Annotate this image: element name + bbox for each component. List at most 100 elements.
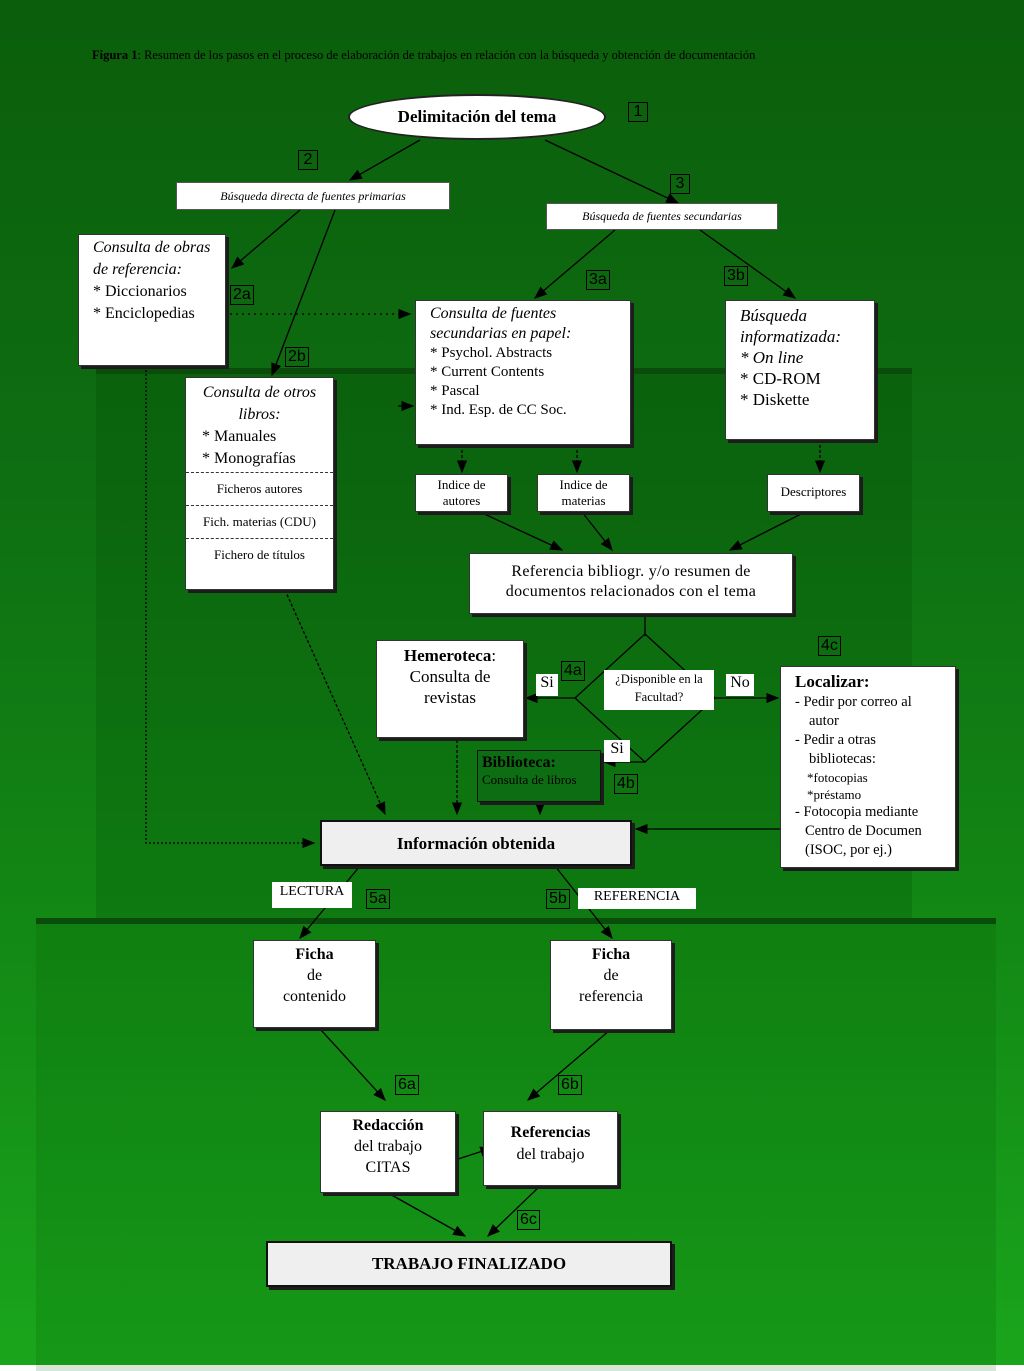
step-number: 2 <box>298 150 318 170</box>
arrow-directa-to-obras <box>231 209 301 269</box>
node-redaccion: Redacción del trabajo CITAS <box>320 1111 456 1193</box>
libros-fichero: Fich. materias (CDU) <box>202 514 316 529</box>
label-lectura: LECTURA <box>272 882 352 908</box>
arrow-tema-to-directa <box>348 139 421 181</box>
node-busqueda-informatizada: Búsqueda informatizada: * On line * CD-R… <box>725 300 875 440</box>
node-indice-materias: Indice de materias <box>537 474 630 512</box>
localizar-line: - Pedir por correo al <box>795 694 912 710</box>
obras-title: Consulta de obras de referencia: <box>93 239 211 278</box>
libros-fichero: Fichero de títulos <box>214 547 305 562</box>
node-fuentes-papel: Consulta de fuentes secundarias en papel… <box>415 300 631 445</box>
papel-item: * Current Contents <box>430 364 545 380</box>
node-referencias-trabajo: Referencias del trabajo <box>483 1111 618 1186</box>
node-biblioteca: Biblioteca: Consulta de libros <box>477 750 601 802</box>
node-busqueda-secundarias: Búsqueda de fuentes secundarias <box>546 203 778 230</box>
localizar-title: Localizar: <box>795 672 870 691</box>
label-si-biblioteca: Si <box>604 740 630 762</box>
step-number: 4a <box>561 661 585 681</box>
step-number: 3 <box>670 174 690 194</box>
step-number: 6b <box>558 1075 582 1095</box>
node-obras-referencia: Consulta de obras de referencia: * Dicci… <box>78 234 226 366</box>
arrow-redaccion-to-final <box>387 1192 467 1237</box>
informatizada-item: * Diskette <box>740 390 810 409</box>
papel-item: * Psychol. Abstracts <box>430 345 553 361</box>
step-number: 4c <box>818 636 841 656</box>
localizar-line: (ISOC, por ej.) <box>805 842 892 858</box>
node-otros-libros: Consulta de otros libros: * Manuales * M… <box>185 377 334 590</box>
step-number: 2b <box>285 347 309 367</box>
informatizada-title: Búsqueda informatizada: <box>740 306 842 346</box>
node-referencia-bibliografica: Referencia bibliogr. y/o resumen de docu… <box>469 553 793 614</box>
label-referencia: REFERENCIA <box>578 888 696 909</box>
referencia-line: de <box>603 967 619 984</box>
arrow-materias-to-referencia <box>581 511 613 552</box>
tema-label: Delimitación del tema <box>397 107 557 126</box>
libros-title: Consulta de otros libros: <box>202 384 317 423</box>
step-number: 5a <box>366 889 390 909</box>
arrow-autores-to-referencia <box>479 511 564 551</box>
step-number: 4b <box>614 774 638 794</box>
contenido-title: Ficha <box>295 946 334 963</box>
referencias-line: del trabajo <box>516 1146 585 1163</box>
redaccion-title: Redacción <box>352 1117 424 1134</box>
label-si: Si <box>536 674 558 696</box>
node-delimitacion-tema: Delimitación del tema <box>348 94 606 140</box>
hemeroteca-text: Consulta de revistas <box>409 667 491 707</box>
arrow-directa-to-libros <box>271 209 336 377</box>
node-indice-autores: Indice de autores <box>415 474 508 512</box>
libros-item: * Monografías <box>202 450 296 467</box>
node-busqueda-directa: Búsqueda directa de fuentes primarias <box>176 182 450 210</box>
localizar-line: autor <box>809 713 839 729</box>
node-hemeroteca: Hemeroteca: Consulta de revistas <box>376 640 524 738</box>
localizar-line: Centro de Documen <box>805 823 922 839</box>
hemeroteca-title: Hemeroteca <box>403 646 492 665</box>
step-number: 2a <box>230 285 254 305</box>
node-descriptores: Descriptores <box>767 474 860 512</box>
step-number: 1 <box>628 102 648 122</box>
informatizada-item: * CD-ROM <box>740 369 821 388</box>
libros-item: * Manuales <box>202 428 277 445</box>
node-ficha-referencia: Ficha de referencia <box>550 940 672 1030</box>
obras-item: * Enciclopedias <box>93 305 195 322</box>
arrow-libros-to-info <box>284 589 386 816</box>
referencias-title: Referencias <box>510 1124 591 1141</box>
obras-item: * Diccionarios <box>93 283 187 300</box>
node-trabajo-finalizado: TRABAJO FINALIZADO <box>266 1241 672 1287</box>
referencia-line: referencia <box>579 988 643 1005</box>
arrow-obras-to-info <box>145 366 316 849</box>
papel-title: Consulta de fuentes secundarias en papel… <box>430 305 572 342</box>
papel-item: * Pascal <box>430 383 480 399</box>
libros-fichero: Ficheros autores <box>216 481 303 496</box>
informatizada-item: * On line <box>740 348 804 367</box>
figure-title: Figura 1: Resumen de los pasos en el pro… <box>92 48 756 62</box>
arrow-referencia-to-referencias <box>527 1029 611 1101</box>
localizar-line: bibliotecas: <box>809 751 876 767</box>
redaccion-line: CITAS <box>365 1159 411 1176</box>
arrow-contenido-to-redaccion <box>309 1017 386 1101</box>
localizar-line: - Fotocopia mediante <box>795 804 919 820</box>
contenido-line: de <box>306 967 323 984</box>
node-ficha-contenido: Ficha de contenido <box>253 940 376 1028</box>
step-number: 6a <box>395 1075 419 1095</box>
arrow-tema-to-secundarias <box>544 139 680 204</box>
arrow-descriptores-to-referencia <box>728 511 806 551</box>
step-number: 5b <box>546 889 570 909</box>
node-localizar: Localizar: - Pedir por correo al autor -… <box>780 666 956 868</box>
papel-item: * Ind. Esp. de CC Soc. <box>430 402 567 418</box>
arrow-secundarias-to-papel <box>534 229 616 299</box>
step-number: 3a <box>586 270 610 290</box>
referencia-title: Ficha <box>591 946 631 963</box>
arrow-secundarias-to-informatizada <box>699 229 797 299</box>
node-informacion-obtenida: Información obtenida <box>320 820 632 866</box>
biblioteca-text: Consulta de libros <box>482 772 577 787</box>
localizar-line: *fotocopias <box>807 770 868 785</box>
label-no: No <box>726 674 754 696</box>
arrow-referencias-to-final <box>487 1185 541 1237</box>
redaccion-line: del trabajo <box>354 1138 422 1155</box>
biblioteca-title: Biblioteca: <box>482 754 556 771</box>
diamond-label: ¿Disponible en la Facultad? <box>604 670 714 710</box>
localizar-line: *préstamo <box>807 787 862 802</box>
contenido-line: contenido <box>282 988 347 1005</box>
localizar-line: - Pedir a otras <box>795 732 876 748</box>
